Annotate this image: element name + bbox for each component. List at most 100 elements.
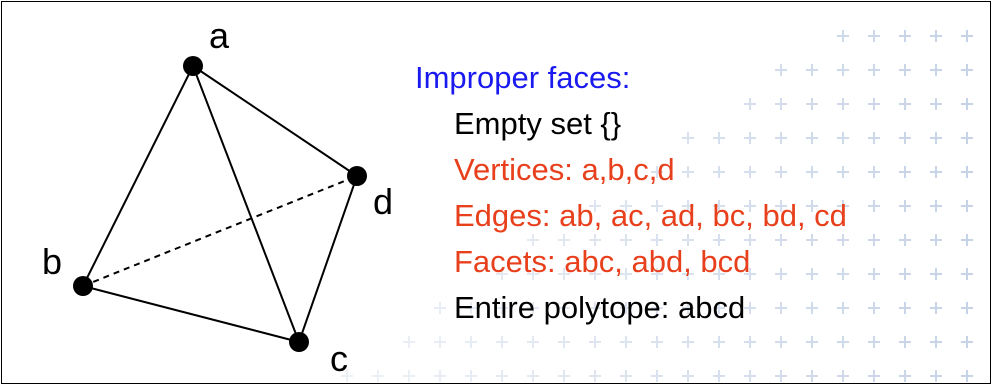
grid-plus-mark <box>899 64 911 76</box>
grid-plus-mark <box>899 132 911 144</box>
grid-plus-mark <box>651 200 663 212</box>
grid-plus-mark <box>775 200 787 212</box>
grid-plus-mark <box>434 370 446 382</box>
grid-plus-mark <box>744 166 756 178</box>
grid-plus-mark <box>775 132 787 144</box>
grid-plus-mark <box>527 370 539 382</box>
grid-plus-mark <box>589 268 601 280</box>
grid-plus-mark <box>930 336 942 348</box>
grid-plus-mark <box>930 30 942 42</box>
grid-plus-mark <box>837 336 849 348</box>
grid-plus-mark <box>961 302 973 314</box>
grid-plus-mark <box>682 166 694 178</box>
grid-plus-mark <box>837 30 849 42</box>
facets-line: Facets: abc, abd, bcd <box>454 244 751 279</box>
grid-plus-mark <box>465 370 477 382</box>
grid-plus-mark <box>496 302 508 314</box>
grid-plus-mark <box>868 336 880 348</box>
grid-plus-mark <box>775 302 787 314</box>
grid-plus-mark <box>961 268 973 280</box>
grid-plus-mark <box>930 234 942 246</box>
grid-plus-mark <box>868 302 880 314</box>
grid-plus-mark <box>899 370 911 382</box>
grid-plus-mark <box>682 302 694 314</box>
grid-plus-mark <box>899 336 911 348</box>
grid-plus-mark <box>930 302 942 314</box>
vertex-c-dot <box>289 332 309 352</box>
grid-plus-mark <box>930 132 942 144</box>
edges-line: Edges: ab, ac, ad, bc, bd, cd <box>454 198 847 233</box>
grid-plus-mark <box>496 370 508 382</box>
grid-plus-mark <box>341 370 353 382</box>
grid-plus-mark <box>806 200 818 212</box>
grid-plus-mark <box>651 302 663 314</box>
grid-plus-mark <box>713 234 725 246</box>
grid-plus-mark <box>620 234 632 246</box>
grid-plus-mark <box>682 132 694 144</box>
grid-plus-mark <box>651 336 663 348</box>
grid-plus-mark <box>930 98 942 110</box>
grid-plus-mark <box>930 370 942 382</box>
grid-plus-mark <box>713 336 725 348</box>
grid-plus-mark <box>372 370 384 382</box>
grid-plus-mark <box>713 132 725 144</box>
grid-plus-mark <box>651 370 663 382</box>
grid-plus-mark <box>806 234 818 246</box>
grid-plus-mark <box>527 234 539 246</box>
vertex-label-c: c <box>330 338 348 379</box>
entire-polytope-line: Entire polytope: abcd <box>454 290 746 325</box>
grid-plus-mark <box>961 132 973 144</box>
vertex-d-dot <box>347 166 367 186</box>
grid-plus-mark <box>682 234 694 246</box>
edge-ad <box>192 65 358 177</box>
grid-plus-mark <box>682 370 694 382</box>
grid-plus-mark <box>868 268 880 280</box>
grid-plus-mark <box>837 64 849 76</box>
grid-plus-mark <box>527 268 539 280</box>
grid-plus-mark <box>589 302 601 314</box>
grid-plus-mark <box>899 268 911 280</box>
grid-plus-mark <box>589 234 601 246</box>
grid-plus-mark <box>620 268 632 280</box>
grid-plus-mark <box>930 166 942 178</box>
vertex-b-dot <box>73 276 93 296</box>
grid-plus-mark <box>651 268 663 280</box>
grid-plus-mark <box>775 370 787 382</box>
edge-ac <box>192 65 300 343</box>
grid-plus-mark <box>651 234 663 246</box>
grid-plus-mark <box>434 336 446 348</box>
edge-bc <box>82 285 300 343</box>
grid-plus-mark <box>868 200 880 212</box>
grid-plus-mark <box>496 336 508 348</box>
grid-plus-mark <box>620 302 632 314</box>
grid-plus-mark <box>744 234 756 246</box>
grid-plus-mark <box>713 370 725 382</box>
grid-plus-mark <box>558 268 570 280</box>
grid-plus-mark <box>868 234 880 246</box>
grid-plus-mark <box>558 302 570 314</box>
grid-plus-mark <box>961 98 973 110</box>
grid-plus-mark <box>961 30 973 42</box>
grid-plus-mark <box>434 302 446 314</box>
grid-plus-mark <box>775 64 787 76</box>
grid-plus-mark <box>806 336 818 348</box>
grid-plus-mark <box>837 200 849 212</box>
grid-plus-mark <box>837 132 849 144</box>
grid-plus-mark <box>713 302 725 314</box>
grid-plus-mark <box>899 200 911 212</box>
grid-plus-mark <box>620 200 632 212</box>
vertex-label-d: d <box>373 181 393 222</box>
grid-plus-mark <box>589 200 601 212</box>
grid-plus-mark <box>899 234 911 246</box>
grid-plus-mark <box>558 234 570 246</box>
grid-plus-mark <box>868 30 880 42</box>
grid-plus-mark <box>837 234 849 246</box>
grid-plus-mark <box>775 336 787 348</box>
grid-plus-mark <box>620 370 632 382</box>
grid-plus-mark <box>713 268 725 280</box>
grid-plus-mark <box>899 98 911 110</box>
grid-plus-mark <box>837 268 849 280</box>
grid-plus-mark <box>744 336 756 348</box>
